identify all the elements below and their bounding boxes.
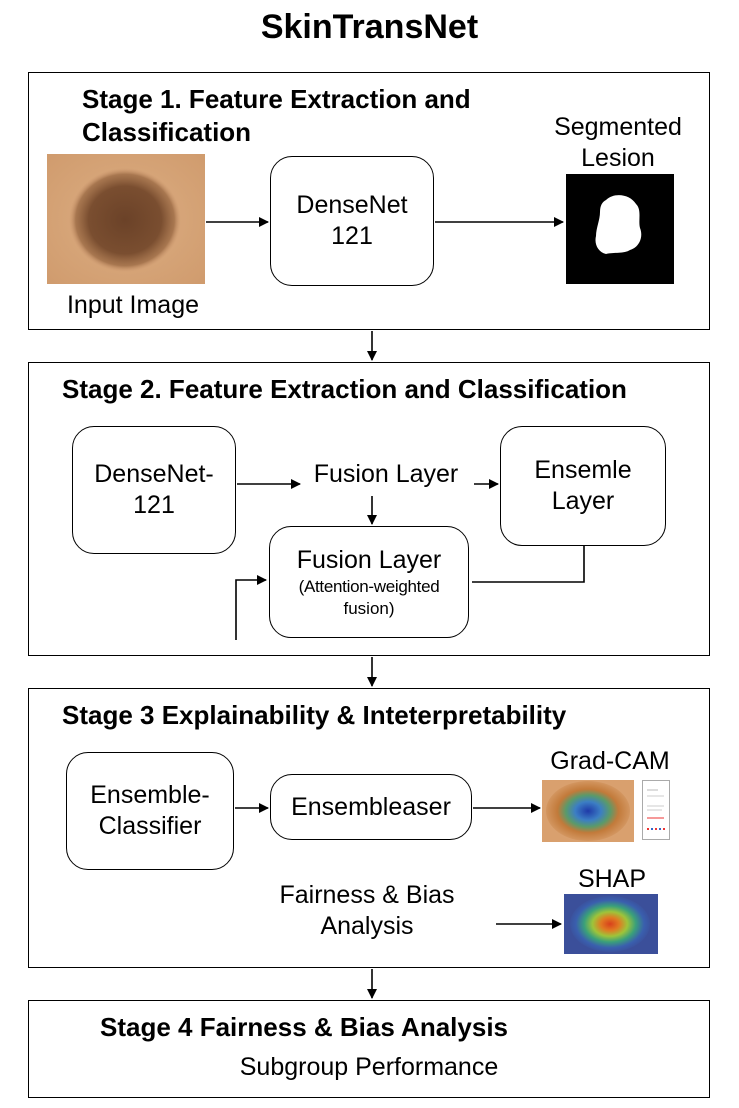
densenet-121-line2: 121 xyxy=(331,222,373,250)
attention-fusion-line3: fusion) xyxy=(343,598,395,618)
segmented-lesion-image xyxy=(566,174,674,284)
fairness-analysis-label-line1: Fairness & Bias xyxy=(279,881,455,909)
input-image xyxy=(47,154,205,284)
densenet-121-line1: DenseNet xyxy=(296,191,408,219)
ensemble-layer-line1: Ensemle xyxy=(534,456,632,484)
attention-fusion-line2: (Attention-weighted xyxy=(298,576,440,596)
densenet-121-box: DenseNet 121 xyxy=(270,156,434,286)
densenet-121-box-stage2: DenseNet- 121 xyxy=(72,426,236,554)
stage-4-title: Stage 4 Fairness & Bias Analysis xyxy=(100,1012,509,1042)
segmented-lesion-label-line2: Lesion xyxy=(581,144,655,172)
ensemble-layer-box: Ensemle Layer xyxy=(500,426,666,546)
ensemble-layer-line2: Layer xyxy=(551,487,615,515)
ensembleaser-box: Ensembleaser xyxy=(270,774,472,840)
ensembleaser-label: Ensembleaser xyxy=(291,792,451,821)
stage-4-subtitle: Subgroup Performance xyxy=(239,1053,499,1081)
ensemble-classifier-line2: Classifier xyxy=(98,812,202,840)
grad-cam-label: Grad-CAM xyxy=(550,747,670,775)
diagram-title: SkinTransNet xyxy=(260,8,479,46)
report-document-thumbnail xyxy=(642,780,670,840)
fusion-layer-label: Fusion Layer xyxy=(313,460,459,488)
input-image-label: Input Image xyxy=(66,291,200,319)
densenet-121-stage2-line1: DenseNet- xyxy=(94,460,214,488)
stage-1-title-line2: Classification xyxy=(82,117,252,147)
ensemble-classifier-box: Ensemble- Classifier xyxy=(66,752,234,870)
fairness-analysis-label-line2: Analysis xyxy=(320,912,414,940)
grad-cam-heatmap xyxy=(542,780,634,842)
ensemble-classifier-line1: Ensemble- xyxy=(90,781,210,809)
attention-fusion-layer-box: Fusion Layer (Attention-weighted fusion) xyxy=(269,526,469,638)
attention-fusion-line1: Fusion Layer xyxy=(296,545,442,574)
stage-4-panel xyxy=(28,1000,710,1098)
densenet-121-stage2-line2: 121 xyxy=(133,491,175,519)
shap-label: SHAP xyxy=(577,865,647,893)
segmented-lesion-label-line1: Segmented xyxy=(554,113,682,141)
stage-2-title: Stage 2. Feature Extraction and Classifi… xyxy=(62,374,627,404)
shap-heatmap xyxy=(564,894,658,954)
stage-1-title-line1: Stage 1. Feature Extraction and xyxy=(82,84,471,114)
stage-3-title: Stage 3 Explainability & Inteterpretabil… xyxy=(62,700,567,730)
